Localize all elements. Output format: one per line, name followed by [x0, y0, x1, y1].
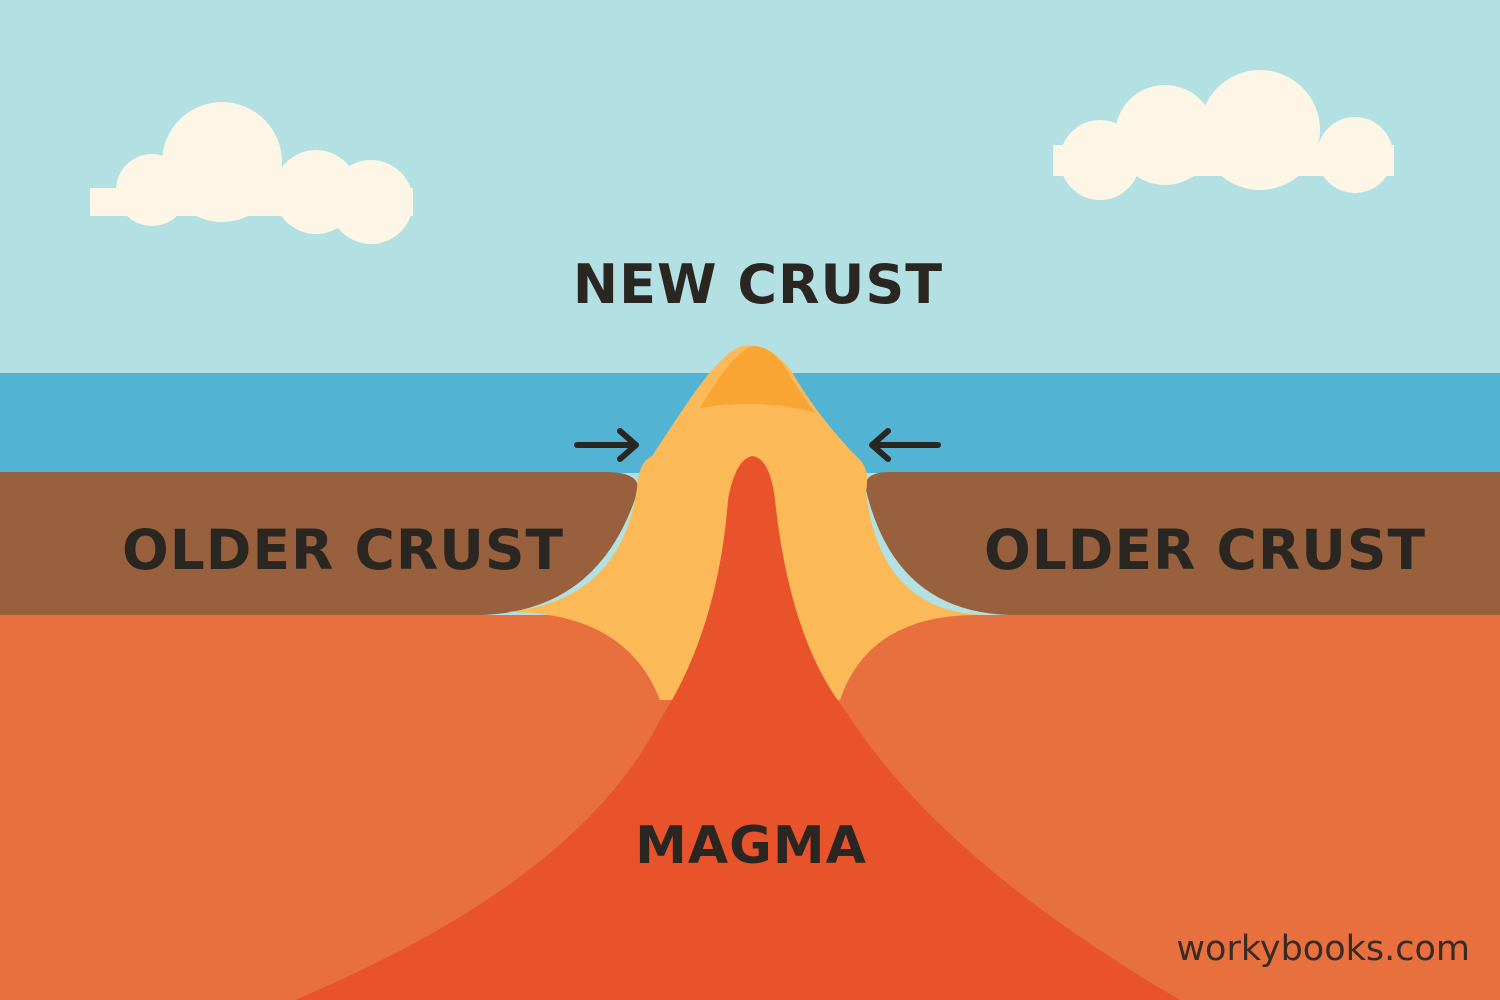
cloud-right: [1053, 70, 1394, 200]
older-crust-right: [865, 472, 1500, 615]
older-crust-right-label: OLDER CRUST: [984, 518, 1427, 582]
new-crust-peak: [700, 346, 815, 412]
cloud-left: [90, 102, 413, 244]
watermark: workybooks.com: [1176, 929, 1470, 969]
older-crust-left-label: OLDER CRUST: [122, 518, 565, 582]
older-crust-left: [0, 472, 639, 615]
magma-plume: [295, 456, 1180, 1000]
magma-label: MAGMA: [635, 816, 867, 876]
arrow-right-icon: [574, 428, 639, 462]
arrow-left-icon: [869, 428, 941, 462]
new-crust-label: NEW CRUST: [572, 253, 944, 316]
